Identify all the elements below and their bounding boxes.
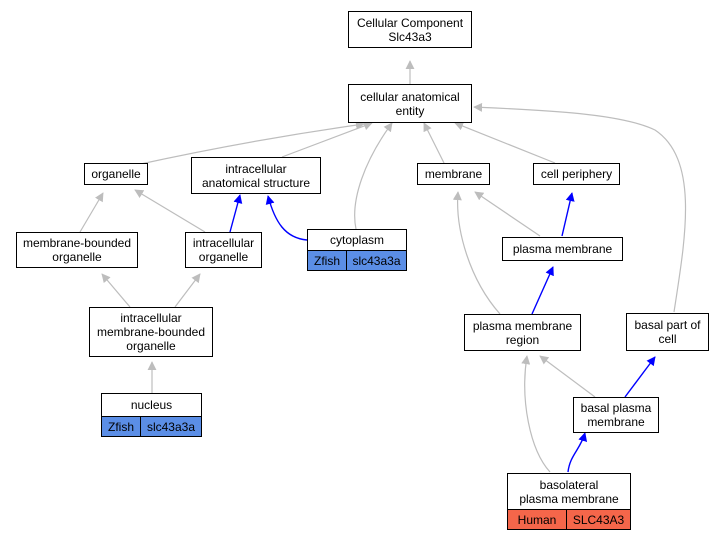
node-label: Cellular Component Slc43a3 xyxy=(356,15,464,44)
tag-row: Zfish slc43a3a xyxy=(308,250,406,270)
node-label: intracellular anatomical structure xyxy=(201,161,311,190)
edge-ias-cae xyxy=(281,121,373,158)
edge-pm-cellperiph[interactable] xyxy=(561,192,575,237)
edge-pm-membrane xyxy=(474,191,541,237)
node-organelle[interactable]: organelle xyxy=(84,163,148,185)
edge-bpc-cae xyxy=(473,102,687,313)
tag-row: Human SLC43A3 xyxy=(508,509,630,529)
edge-mbo-organelle xyxy=(79,192,104,233)
node-intracellular-membrane-bounded-organelle[interactable]: intracellular membrane-bounded organelle xyxy=(89,307,213,357)
node-label: membrane xyxy=(424,167,483,181)
node-label: basal plasma membrane xyxy=(580,401,652,429)
edge-io-organelle xyxy=(134,189,206,233)
edge-membrane-cae xyxy=(423,122,445,164)
gene-tag: slc43a3a xyxy=(346,251,406,270)
node-label: organelle xyxy=(91,167,141,181)
node-label: nucleus xyxy=(130,398,173,412)
species-tag: Zfish xyxy=(308,251,346,270)
node-plasma-membrane[interactable]: plasma membrane xyxy=(502,237,623,261)
node-label: cytoplasm xyxy=(329,233,385,247)
node-membrane-bounded-organelle[interactable]: membrane-bounded organelle xyxy=(16,232,138,268)
node-nucleus[interactable]: nucleus Zfish slc43a3a xyxy=(101,393,202,437)
node-label: intracellular membrane-bounded organelle xyxy=(96,311,206,353)
node-cytoplasm[interactable]: cytoplasm Zfish slc43a3a xyxy=(307,229,407,271)
edge-imbo-io xyxy=(174,273,201,308)
node-basal-part-of-cell[interactable]: basal part of cell xyxy=(626,313,709,351)
edge-pmr-membrane xyxy=(452,191,501,315)
edge-bpm-bpc[interactable] xyxy=(624,356,656,398)
tag-row: Zfish slc43a3a xyxy=(102,416,201,436)
edge-pmr-pm[interactable] xyxy=(531,266,554,315)
gene-tag: SLC43A3 xyxy=(566,510,630,529)
node-intracellular-anatomical-structure[interactable]: intracellular anatomical structure xyxy=(191,157,321,194)
node-plasma-membrane-region[interactable]: plasma membrane region xyxy=(464,314,581,351)
species-tag: Zfish xyxy=(102,417,140,436)
node-label: cellular anatomical entity xyxy=(360,89,460,118)
node-label: membrane-bounded organelle xyxy=(22,236,132,264)
edge-cytoplasm-cae xyxy=(354,122,393,230)
node-label: plasma membrane region xyxy=(472,318,573,347)
edge-cellperiph-cae xyxy=(454,121,556,164)
node-label: plasma membrane xyxy=(512,242,613,256)
node-label: basal part of cell xyxy=(634,318,701,346)
edge-bpm-pmr xyxy=(539,355,596,398)
gene-tag: slc43a3a xyxy=(140,417,201,436)
edge-io-ias[interactable] xyxy=(229,194,243,233)
edge-organelle-cae xyxy=(135,120,365,166)
node-basal-plasma-membrane[interactable]: basal plasma membrane xyxy=(573,397,659,433)
edge-bl-pmr xyxy=(521,355,551,473)
edge-bl-bpm[interactable] xyxy=(567,432,588,473)
edge-imbo-mbo xyxy=(101,273,131,308)
node-intracellular-organelle[interactable]: intracellular organelle xyxy=(185,232,262,268)
node-label: basolateral plasma membrane xyxy=(519,477,619,506)
edge-cytoplasm-ias[interactable] xyxy=(265,195,308,241)
node-label: cell periphery xyxy=(540,167,613,181)
node-label: intracellular organelle xyxy=(192,236,255,264)
node-basolateral-plasma-membrane[interactable]: basolateral plasma membrane Human SLC43A… xyxy=(507,473,631,530)
node-cellular-component[interactable]: Cellular Component Slc43a3 xyxy=(348,11,472,48)
species-tag: Human xyxy=(508,510,566,529)
node-membrane[interactable]: membrane xyxy=(417,163,490,185)
node-cellular-anatomical-entity[interactable]: cellular anatomical entity xyxy=(348,84,472,123)
node-cell-periphery[interactable]: cell periphery xyxy=(533,163,620,185)
